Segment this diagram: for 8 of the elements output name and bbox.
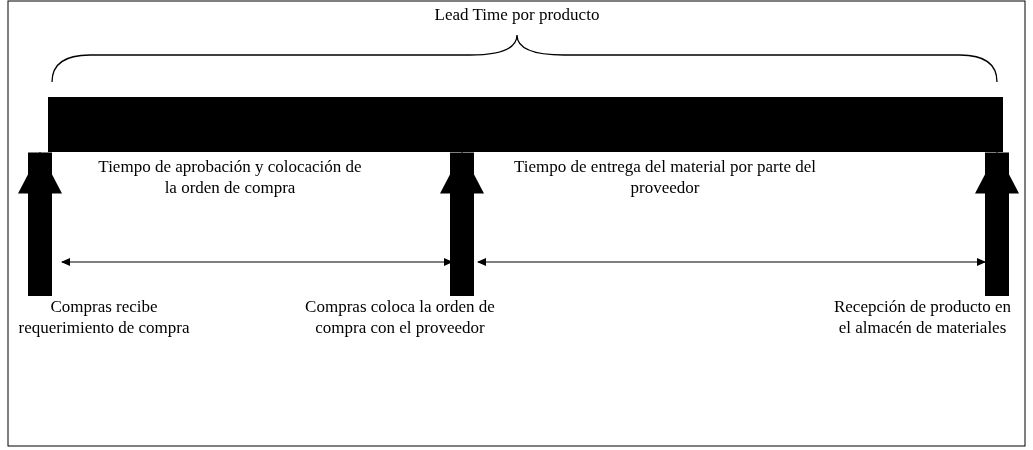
arrow bbox=[975, 151, 1019, 296]
diagram-title: Lead Time por producto bbox=[433, 4, 601, 25]
arrow bbox=[18, 151, 62, 296]
arrow bbox=[440, 151, 484, 296]
event-label: Recepción de producto en el almacén de materiales bbox=[830, 296, 1015, 338]
timeline-bar bbox=[48, 97, 1003, 152]
event-label: Compras coloca la orden de compra con el proveedor bbox=[300, 296, 500, 338]
event-label: Compras recibe requerimiento de compra bbox=[14, 296, 194, 338]
